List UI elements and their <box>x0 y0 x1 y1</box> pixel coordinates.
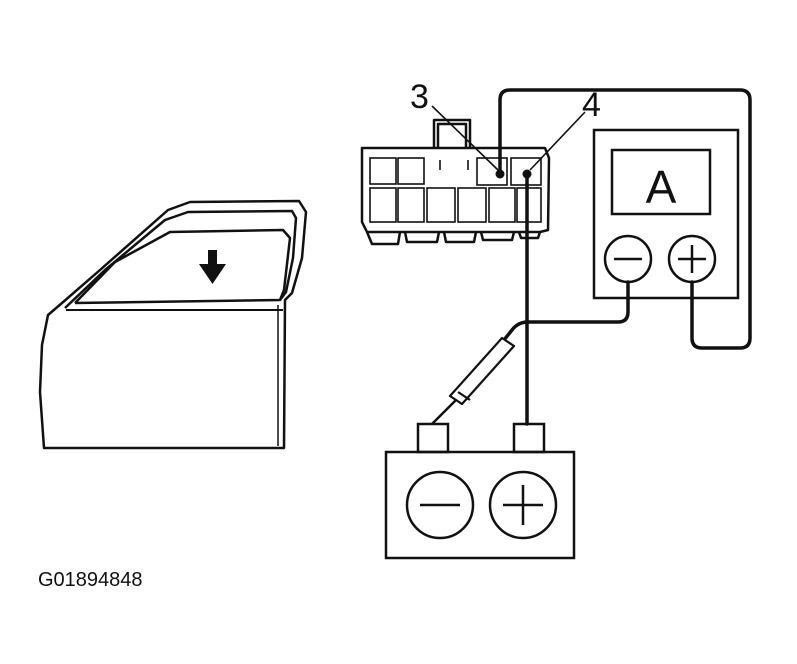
battery-plus-post <box>512 422 546 454</box>
battery-minus-post <box>416 422 450 454</box>
connector <box>360 118 551 246</box>
car-door <box>38 199 308 450</box>
ammeter <box>592 128 740 300</box>
leader-lines <box>431 105 586 171</box>
ammeter-display <box>610 148 712 216</box>
down-arrow-icon <box>199 250 226 284</box>
connector-body <box>360 146 551 234</box>
battery-body <box>384 450 576 560</box>
battery-terminal-signs <box>420 485 543 525</box>
wire-ammeter-minus-to-probe <box>502 280 630 342</box>
wire-terminal3-to-ammeter-plus <box>498 88 752 350</box>
window-frame <box>64 209 298 309</box>
terminal-label-3: 3 <box>410 78 429 116</box>
ammeter-body <box>592 128 740 300</box>
wires <box>498 88 752 426</box>
test-probe <box>431 336 516 425</box>
ammeter-label: A <box>646 161 677 213</box>
window-glass <box>74 228 292 305</box>
figure-code: G01894848 <box>38 569 143 591</box>
battery-minus-terminal <box>405 470 475 540</box>
connector-latch <box>432 118 472 148</box>
connector-base <box>365 231 542 246</box>
battery <box>384 422 576 560</box>
ammeter-terminal-signs <box>614 245 706 273</box>
connector-cavities <box>369 157 542 223</box>
terminal-label-4: 4 <box>582 86 601 124</box>
battery-plus-terminal <box>488 470 558 540</box>
door-outline <box>38 199 308 450</box>
